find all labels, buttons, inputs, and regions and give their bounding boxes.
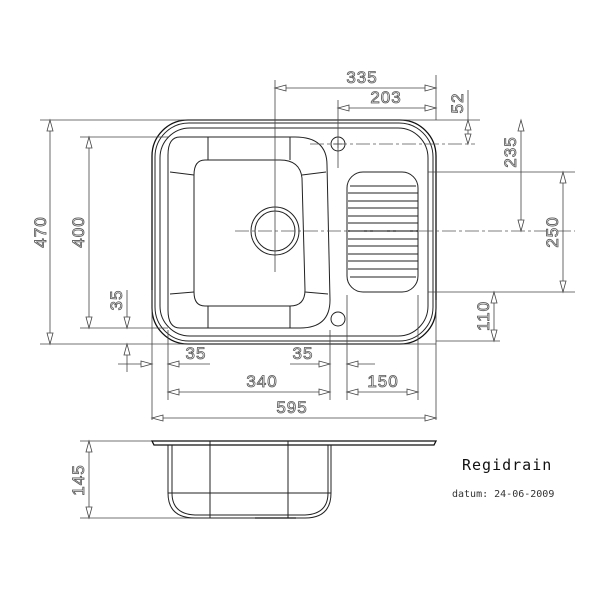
dimensions — [40, 75, 575, 520]
dim-35-middle: 35 — [293, 344, 314, 363]
dim-400: 400 — [69, 216, 88, 247]
dim-150: 150 — [367, 372, 398, 391]
title-block: Regidrain datum: 24-06-2009 — [452, 456, 554, 500]
drainer — [346, 171, 419, 293]
drawing-date: datum: 24-06-2009 — [452, 489, 554, 500]
dim-235: 235 — [501, 136, 520, 167]
dim-203: 203 — [370, 88, 401, 107]
dim-35-vertical: 35 — [107, 290, 126, 311]
dim-595: 595 — [276, 398, 307, 417]
dim-335: 335 — [346, 68, 377, 87]
overflow-hole — [330, 311, 346, 327]
product-name: Regidrain — [462, 456, 552, 474]
top-view — [151, 80, 575, 345]
side-view — [150, 440, 438, 519]
dimension-labels: 470 400 35 335 203 52 235 250 110 35 35 … — [31, 68, 563, 496]
dim-250: 250 — [543, 216, 562, 247]
dim-340: 340 — [246, 372, 277, 391]
dim-110: 110 — [474, 301, 493, 331]
dim-470: 470 — [31, 216, 50, 247]
dim-35-left: 35 — [186, 344, 207, 363]
dim-145: 145 — [69, 464, 88, 495]
dim-52: 52 — [448, 93, 467, 114]
